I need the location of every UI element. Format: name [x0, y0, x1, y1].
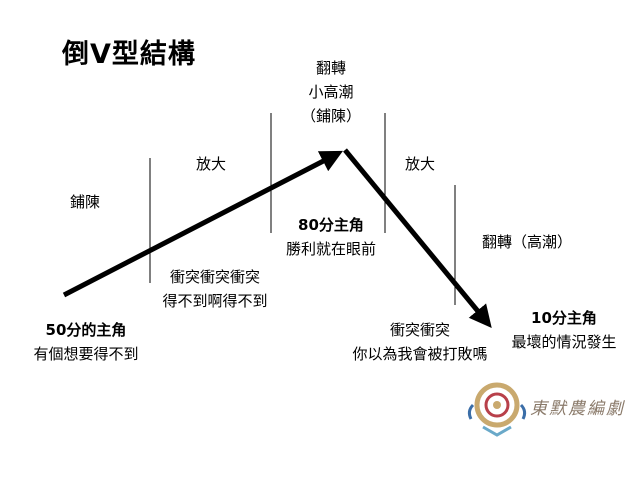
- falling-note-line1: 衝突衝突: [389, 321, 451, 339]
- end-note-line1: 10分主角: [531, 309, 597, 327]
- end-note: 10分主角 最壞的情況發生: [511, 306, 616, 354]
- section-setup-label: 鋪陳: [69, 193, 101, 211]
- top-label-line3: （鋪陳）: [300, 107, 362, 125]
- rising-note-line1: 衝突衝突衝突: [169, 268, 261, 286]
- top-label-line1: 翻轉: [315, 59, 347, 77]
- peak-note-line2: 勝利就在眼前: [285, 240, 377, 258]
- peak-note-line1: 80分主角: [298, 216, 364, 234]
- section-expand-1-label: 放大: [195, 155, 227, 173]
- end-note-line2: 最壞的情況發生: [511, 333, 617, 351]
- rising-note: 衝突衝突衝突 得不到啊得不到: [162, 265, 267, 313]
- start-note-line1: 50分的主角: [45, 321, 127, 339]
- rising-arrow: [62, 150, 343, 298]
- logo-emblem: [467, 382, 527, 437]
- section-expand-2-label: 放大: [404, 155, 436, 173]
- top-label-line2: 小高潮: [308, 83, 354, 101]
- falling-note-line2: 你以為我會被打敗嗎: [352, 345, 488, 363]
- falling-note: 衝突衝突 你以為我會被打敗嗎: [352, 318, 487, 366]
- peak-note: 80分主角 勝利就在眼前: [286, 213, 376, 261]
- start-note: 50分的主角 有個想要得不到: [33, 318, 138, 366]
- start-note-line2: 有個想要得不到: [33, 345, 139, 363]
- falling-arrow: [343, 148, 492, 328]
- logo-text: 東默農編劇: [530, 399, 625, 419]
- top-label: 翻轉 小高潮 （鋪陳）: [301, 56, 361, 128]
- rising-note-line2: 得不到啊得不到: [162, 292, 268, 310]
- section-climax-label: 翻轉（高潮）: [481, 233, 573, 251]
- page-title: 倒V型結構: [62, 39, 196, 70]
